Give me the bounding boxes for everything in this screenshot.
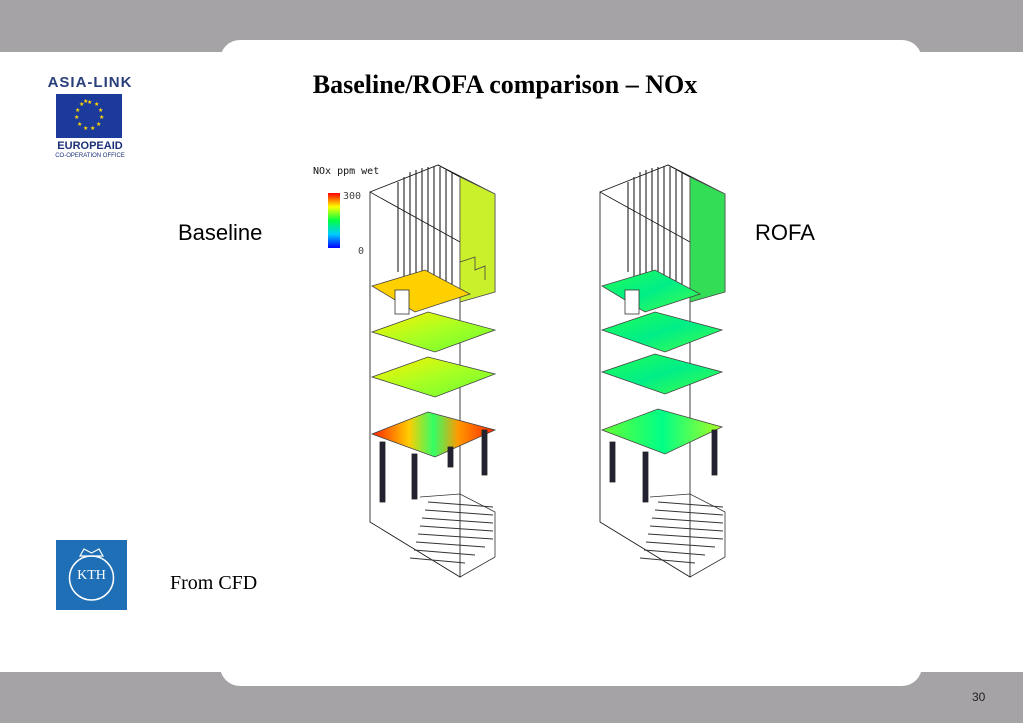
slide-top-tab	[220, 40, 922, 80]
svg-text:★: ★	[83, 125, 88, 132]
svg-text:★: ★	[77, 121, 82, 128]
eu-flag-icon: ★★★ ★★★ ★★★ ★★★	[56, 94, 122, 138]
legend-min: 0	[358, 246, 364, 257]
svg-text:★: ★	[98, 107, 103, 114]
legend-max: 300	[343, 191, 361, 202]
rofa-boiler	[599, 164, 726, 578]
svg-text:★: ★	[96, 121, 101, 128]
svg-text:★: ★	[79, 101, 84, 108]
kth-text: KTH	[77, 568, 106, 583]
svg-text:★: ★	[75, 107, 80, 114]
svg-text:★: ★	[74, 114, 79, 121]
legend-title: NOx ppm wet	[313, 166, 379, 177]
baseline-label: Baseline	[178, 220, 263, 245]
svg-text:★: ★	[83, 98, 88, 105]
color-scale-bar	[328, 193, 340, 248]
slide-title: Baseline/ROFA comparison – NOx	[312, 70, 698, 99]
cooperation-office-text: CO-OPERATION OFFICE	[55, 153, 125, 159]
svg-text:★: ★	[87, 99, 92, 106]
rofa-label: ROFA	[755, 220, 815, 245]
asia-link-text: ASIA-LINK	[47, 74, 133, 91]
baseline-boiler	[369, 164, 497, 578]
cfd-figure: NOx ppm wet 300 0	[310, 162, 730, 582]
europeaid-text: EUROPEAID	[57, 140, 123, 152]
slide-body	[0, 52, 1023, 672]
caption-from-cfd: From CFD	[170, 572, 258, 594]
svg-text:★: ★	[94, 101, 99, 108]
slide-bottom-tab	[220, 646, 922, 686]
svg-text:★: ★	[99, 114, 104, 121]
svg-text:★: ★	[90, 125, 95, 132]
page-number: 30	[972, 690, 986, 704]
asia-link-logo: ASIA-LINK	[42, 74, 138, 91]
kth-logo: KTH	[56, 540, 127, 610]
